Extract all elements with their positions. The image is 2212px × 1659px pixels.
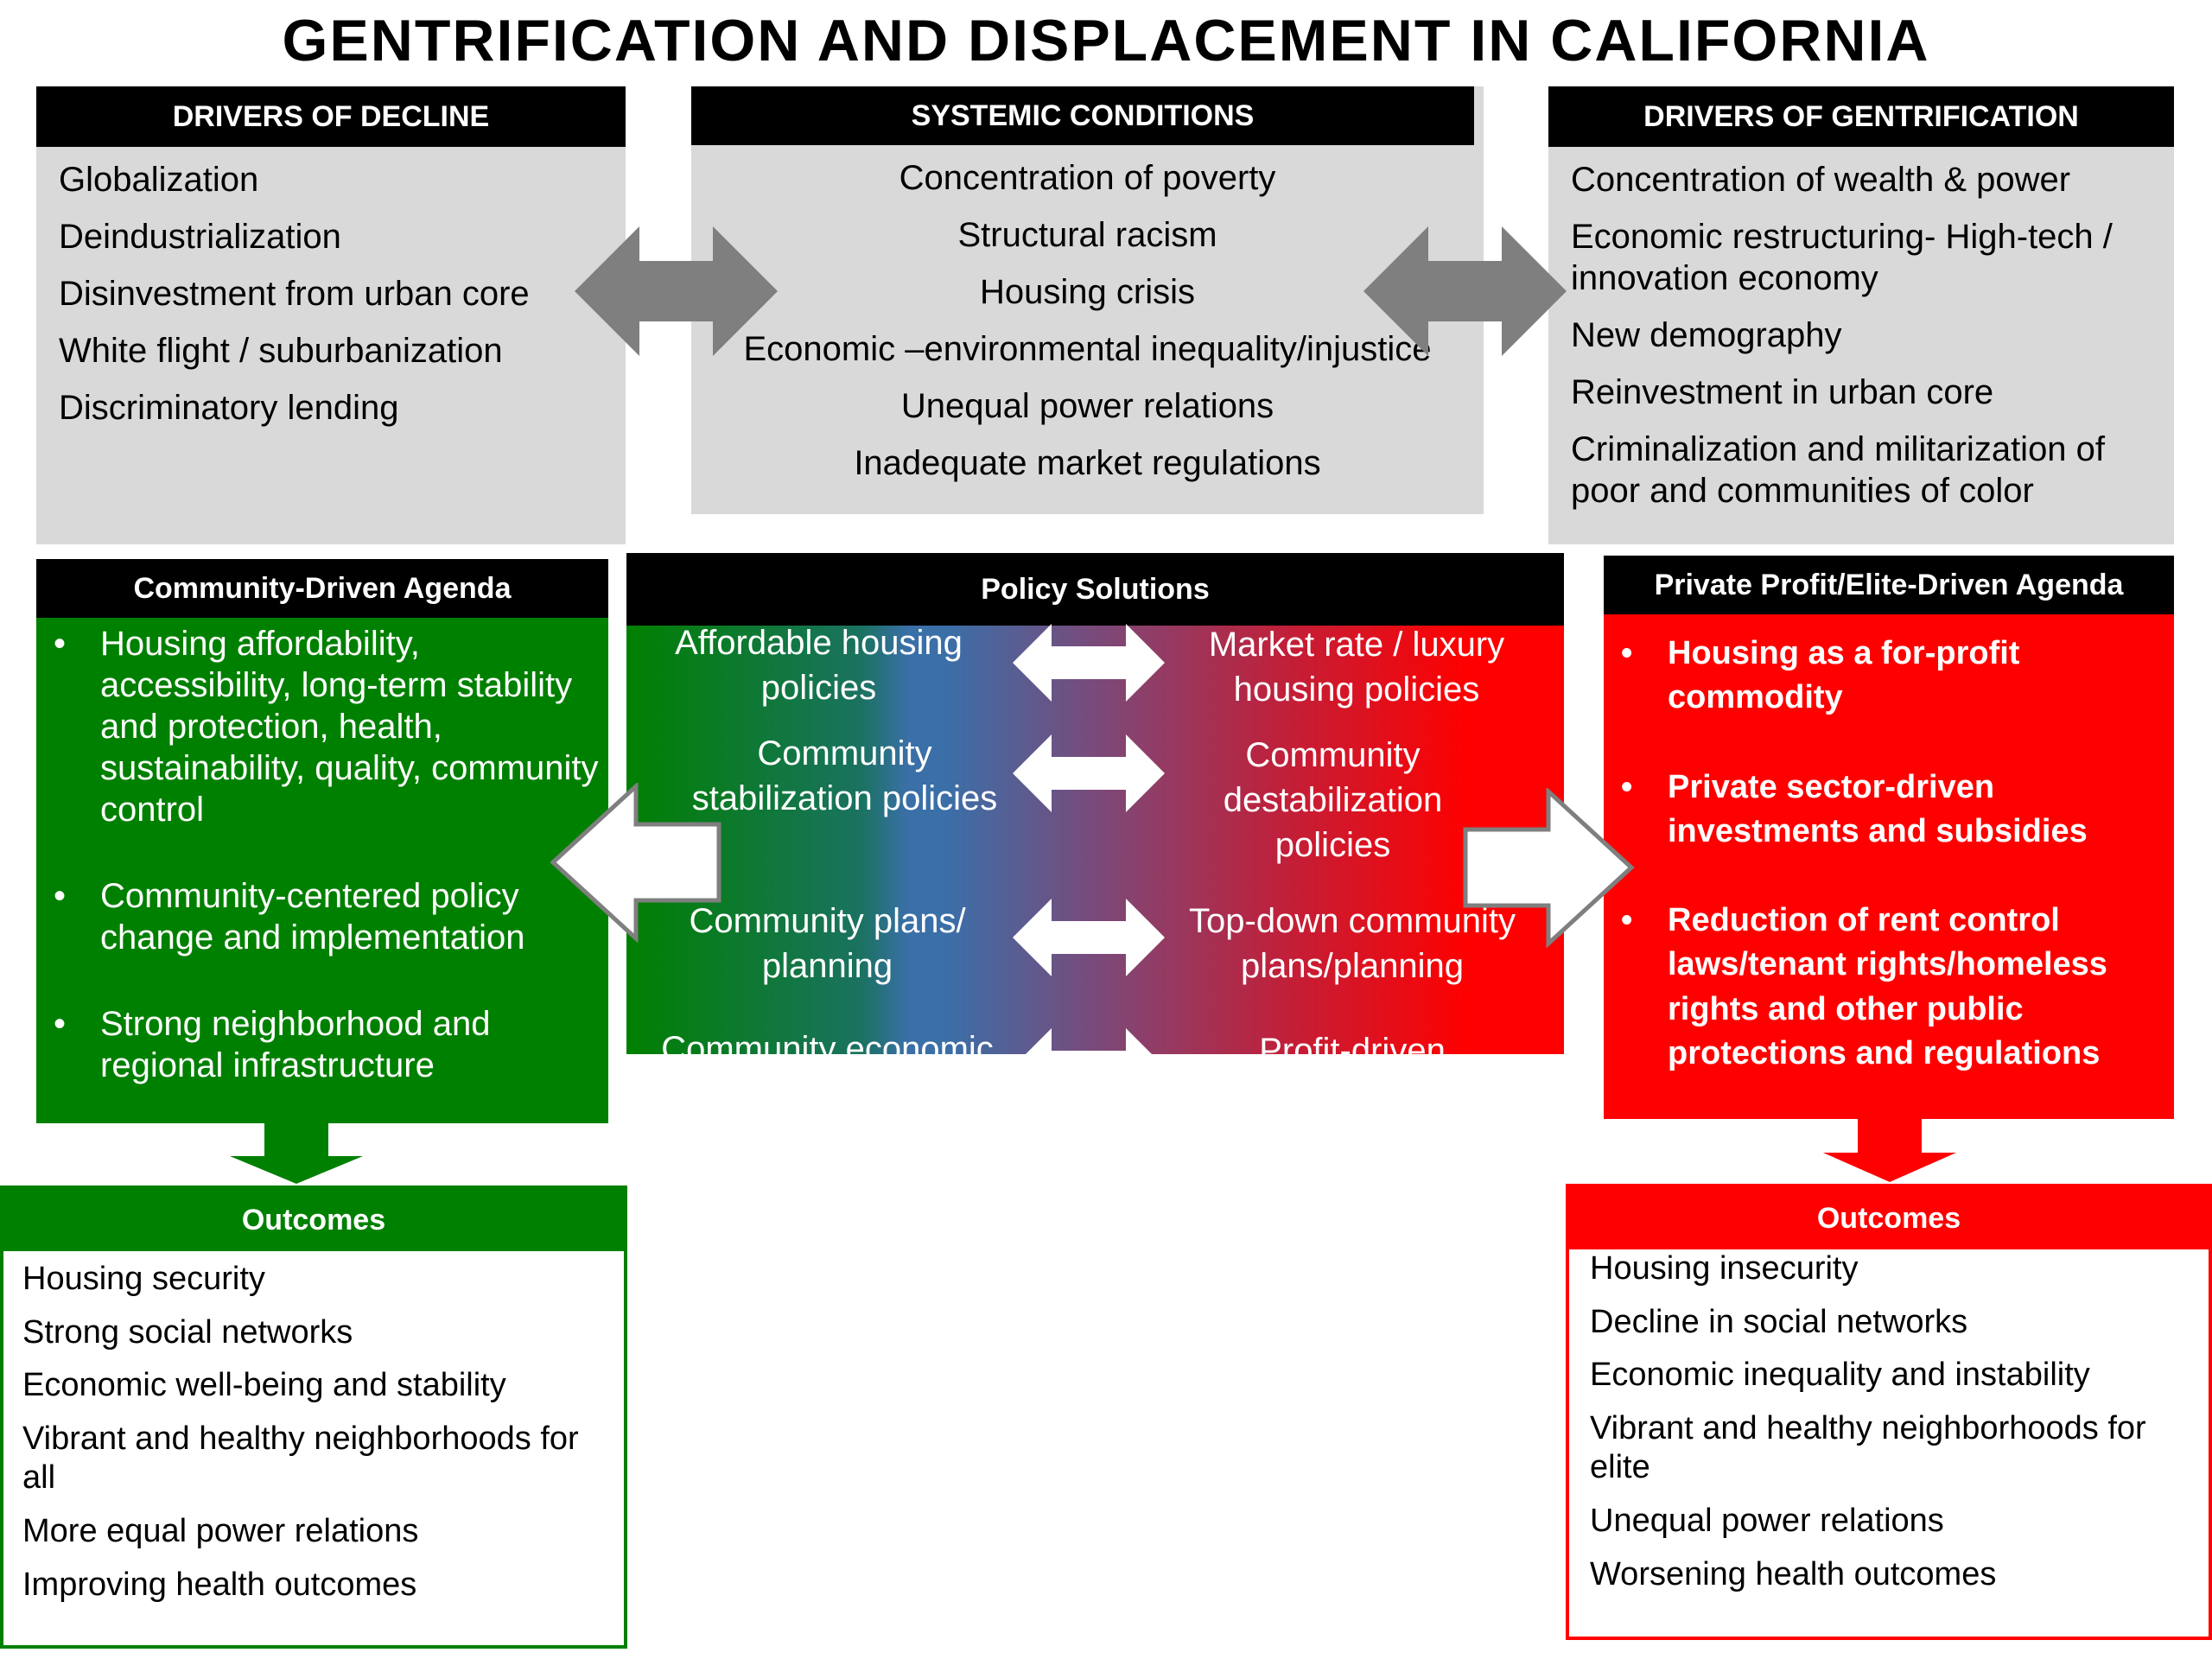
list-item: Housing insecurity [1590, 1250, 1859, 1287]
policy-double-arrow-icon [1013, 734, 1165, 812]
policy-right-item: Top-down community plans/planning [1189, 902, 1516, 985]
list-item: Economic inequality and instability [1590, 1357, 2090, 1394]
arrow-left-to-community-icon [550, 783, 721, 943]
policy-right-item: Market rate / luxury housing policies [1208, 626, 1505, 709]
list-item: Structural racism [957, 216, 1217, 254]
drivers-of-gentrification-list: Concentration of wealth & power Economic… [1548, 147, 2174, 512]
list-item: New demography [1571, 316, 1842, 354]
drivers-of-gentrification-panel: DRIVERS OF GENTRIFICATION Concentration … [1548, 86, 2174, 544]
outcomes-right-header: Outcomes [1569, 1187, 2209, 1249]
list-item: Unequal power relations [900, 387, 1274, 425]
policy-double-arrow-icon [1013, 624, 1165, 702]
policy-right-item: Market-driven projects [1237, 1270, 1450, 1353]
policy-left-item: Affordable housing projects [683, 1141, 971, 1224]
policy-right-item: For-profit housing projects [1217, 1142, 1488, 1225]
list-item: Vibrant and healthy neighborhoods for el… [1590, 1409, 2146, 1486]
community-agenda-panel: Community-Driven Agenda Housing affordab… [36, 559, 608, 1123]
policy-double-arrow-icon [1013, 899, 1165, 976]
list-item: Disinvestment from urban core [59, 275, 530, 313]
list-item: Community-centered policy change and imp… [36, 875, 600, 958]
list-item: Economic –environmental inequality/injus… [743, 330, 1432, 368]
page-title: GENTRIFICATION AND DISPLACEMENT IN CALIF… [282, 8, 1930, 73]
list-item: Globalization [59, 161, 259, 199]
community-agenda-header: Community-Driven Agenda [36, 559, 608, 618]
elite-agenda-header: Private Profit/Elite-Driven Agenda [1604, 556, 2174, 614]
outcomes-right-list: Housing insecurity Decline in social net… [1569, 1249, 2209, 1594]
list-item: White flight / suburbanization [59, 332, 503, 370]
list-item: Economic restructuring- High-tech / inno… [1571, 218, 2113, 297]
policy-right-item: Profit-driven development [1253, 1032, 1452, 1115]
list-item: Concentration of poverty [899, 159, 1276, 197]
list-item: Unequal power relations [1590, 1502, 1944, 1539]
policy-double-arrow-icon [1013, 1139, 1165, 1217]
policy-solutions-panel: Policy Solutions [626, 553, 1564, 1365]
policy-right-item: Community destabilization policies [1223, 736, 1443, 864]
elite-agenda-list: Housing as a for-profit commodity Privat… [1604, 614, 2174, 1076]
list-item: More equal power relations [22, 1512, 419, 1549]
list-item: Strong social networks [22, 1313, 353, 1351]
double-arrow-left-icon [575, 226, 778, 356]
systemic-conditions-header: SYSTEMIC CONDITIONS [691, 86, 1474, 145]
list-item: Inadequate market regulations [854, 444, 1321, 482]
drivers-of-decline-panel: DRIVERS OF DECLINE Globalization Deindus… [36, 86, 626, 544]
drivers-of-decline-header: DRIVERS OF DECLINE [36, 86, 626, 147]
list-item: Housing as a for-profit commodity [1604, 632, 2157, 721]
list-item: Economic well-being and stability [22, 1367, 506, 1404]
policy-gradient-background [626, 626, 1564, 1054]
policy-left-item: Community stabilization policies [691, 734, 998, 817]
list-item: Reinvestment in urban core [1571, 373, 1994, 411]
double-arrow-right-icon [1363, 226, 1567, 356]
policy-left-item: Affordable housing policies [675, 624, 963, 707]
policy-solutions-header: Policy Solutions [626, 553, 1564, 626]
policy-left-item: Community economic development [661, 1030, 994, 1113]
list-item: Reduction of rent control laws/tenant ri… [1604, 899, 2157, 1076]
list-item: Housing security [22, 1261, 265, 1297]
list-item: Deindustrialization [59, 218, 341, 256]
list-item: Vibrant and healthy neighborhoods for al… [22, 1420, 579, 1497]
outcomes-right-panel: Outcomes Housing insecurity Decline in s… [1566, 1184, 2212, 1640]
elite-agenda-panel: Private Profit/Elite-Driven Agenda Housi… [1604, 556, 2174, 1119]
drivers-of-decline-list: Globalization Deindustrialization Disinv… [36, 147, 626, 429]
arrow-right-to-elite-icon [1463, 788, 1635, 948]
policy-double-arrow-icon [1007, 1267, 1159, 1344]
systemic-conditions-list: Concentration of poverty Structural raci… [691, 145, 1484, 484]
list-item: Worsening health outcomes [1590, 1555, 1997, 1592]
outcomes-left-panel: Outcomes Housing security Strong social … [0, 1185, 627, 1649]
list-item: Housing crisis [980, 273, 1195, 311]
community-agenda-list: Housing affordability, accessibility, lo… [36, 618, 608, 1086]
drivers-of-gentrification-header: DRIVERS OF GENTRIFICATION [1548, 86, 2174, 147]
list-item: Criminalization and militarization of po… [1571, 430, 2106, 510]
policy-left-item: Community plans/ planning [689, 902, 966, 985]
list-item: Improving health outcomes [22, 1566, 417, 1603]
systemic-conditions-panel: SYSTEMIC CONDITIONS Concentration of pov… [691, 86, 1484, 514]
list-item: Private sector-driven investments and su… [1604, 766, 2157, 855]
outcomes-left-header: Outcomes [3, 1189, 624, 1251]
list-item: Strong neighborhood and regional infrast… [36, 1003, 600, 1086]
arrow-down-right-icon [1823, 1118, 1956, 1182]
outcomes-left-list: Housing security Strong social networks … [3, 1251, 624, 1605]
policy-left-item: Community-defined and owned projects [671, 1268, 971, 1351]
arrow-down-left-icon [230, 1122, 363, 1184]
list-item: Housing affordability, accessibility, lo… [36, 623, 600, 830]
policy-double-arrow-icon [1013, 1028, 1165, 1106]
list-item: Discriminatory lending [59, 389, 399, 427]
list-item: Decline in social networks [1590, 1303, 1968, 1340]
list-item: Concentration of wealth & power [1571, 161, 2071, 199]
